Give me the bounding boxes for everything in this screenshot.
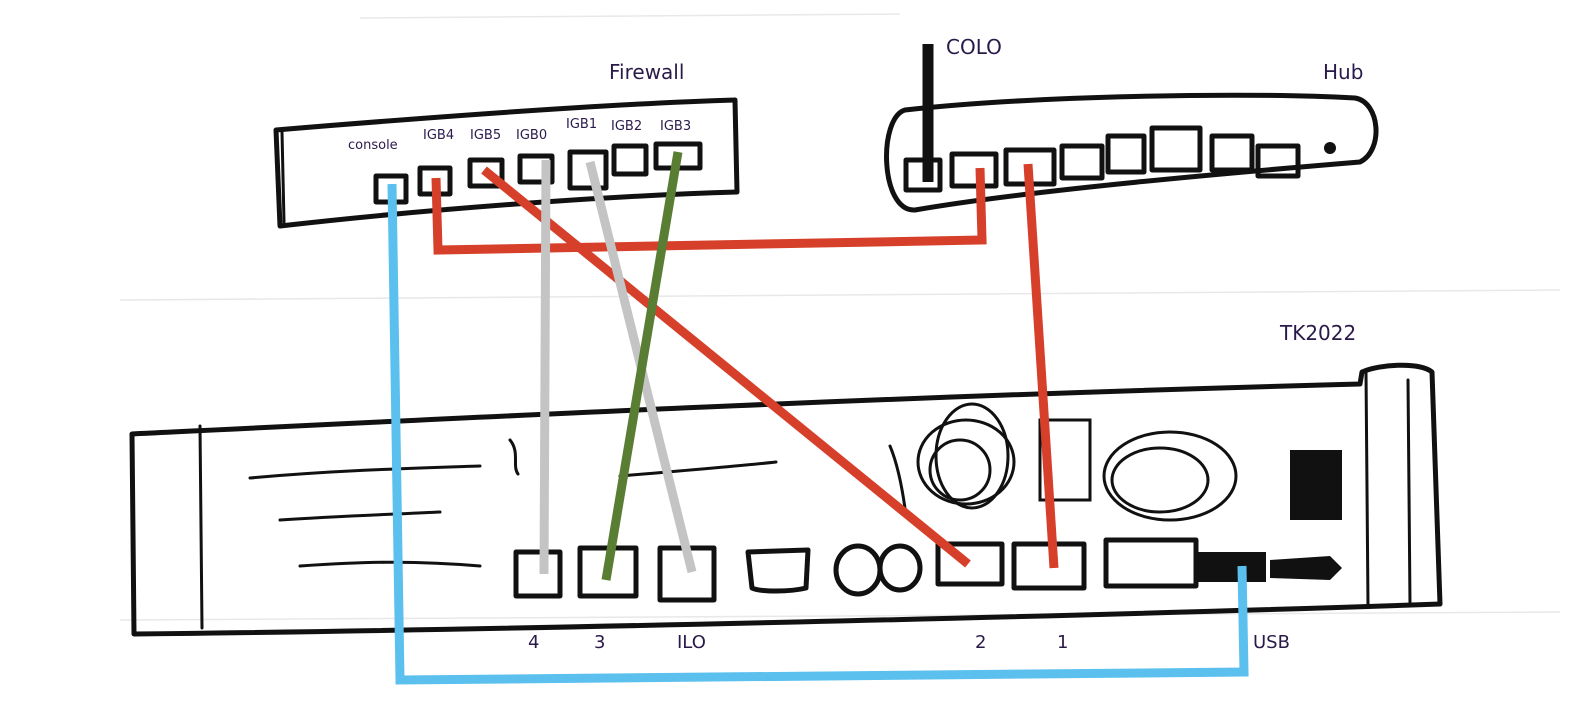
- cables: [387, 151, 1249, 685]
- srv-label-3: 3: [594, 632, 605, 653]
- fw-port-label-igb1: IGB1: [566, 117, 597, 132]
- srv-port-4: [513, 549, 563, 599]
- psu-block: [1290, 450, 1342, 520]
- srv-label-4: 4: [528, 632, 539, 653]
- hub-port-e: [1149, 125, 1203, 173]
- hub-device: COLO Hub: [884, 35, 1379, 213]
- firewall-title: Firewall: [609, 60, 684, 84]
- firewall-port-labels: console IGB4 IGB5 IGB0 IGB1 IGB2 IGB3: [348, 117, 691, 153]
- srv-port-serial-a: [833, 543, 883, 597]
- hub-title: Hub: [1323, 60, 1363, 84]
- colo-label: COLO: [946, 35, 1002, 59]
- srv-label-ilo: ILO: [677, 632, 706, 653]
- fw-port-igb1: [567, 149, 609, 191]
- srv-port-serial-b: [877, 543, 923, 593]
- hub-led: [1324, 142, 1336, 154]
- cable-igb4-hub: [431, 167, 987, 255]
- hub-ports: [903, 125, 1336, 193]
- cable-hub-port1: [1023, 163, 1059, 569]
- cable-igb5-port2: [481, 166, 971, 568]
- srv-label-2: 2: [975, 632, 986, 653]
- server-ports: [513, 537, 1342, 603]
- hub-port-g: [1255, 143, 1301, 179]
- srv-label-1: 1: [1057, 632, 1068, 653]
- paper-rules: [119, 13, 1561, 621]
- fw-port-igb5: [467, 157, 505, 189]
- cable-igb0-port4: [539, 159, 551, 575]
- srv-label-usb: USB: [1253, 632, 1290, 653]
- fw-port-igb0: [517, 153, 555, 185]
- hub-port-a: [949, 151, 999, 189]
- firewall-device: Firewall console IGB4 IGB5 IGB0 IGB1 IGB…: [273, 60, 740, 229]
- fw-port-label-igb0: IGB0: [516, 128, 547, 143]
- fw-port-label-console: console: [348, 138, 398, 153]
- server-port-labels: 4 3 ILO 2 1 USB: [528, 632, 1290, 653]
- server-device: TK2022: [129, 321, 1443, 653]
- srv-port-2: [935, 541, 1005, 587]
- fw-port-label-igb3: IGB3: [660, 119, 691, 134]
- fw-port-label-igb4: IGB4: [423, 128, 454, 143]
- hub-port-f: [1209, 133, 1255, 173]
- hub-port-c: [1059, 143, 1105, 181]
- srv-connector: [1270, 556, 1342, 580]
- fw-port-label-igb5: IGB5: [470, 128, 501, 143]
- cable-console-usb: [387, 183, 1249, 685]
- server-title: TK2022: [1279, 321, 1356, 345]
- hub-port-colo: [903, 157, 943, 193]
- cable-igb3-port3: [601, 151, 683, 581]
- srv-port-vga: [745, 547, 811, 594]
- fw-port-igb2: [611, 143, 649, 177]
- fw-port-label-igb2: IGB2: [611, 119, 642, 134]
- hub-port-d: [1105, 133, 1147, 175]
- srv-port-usb: [1196, 552, 1266, 582]
- srv-port-x: [1103, 537, 1199, 589]
